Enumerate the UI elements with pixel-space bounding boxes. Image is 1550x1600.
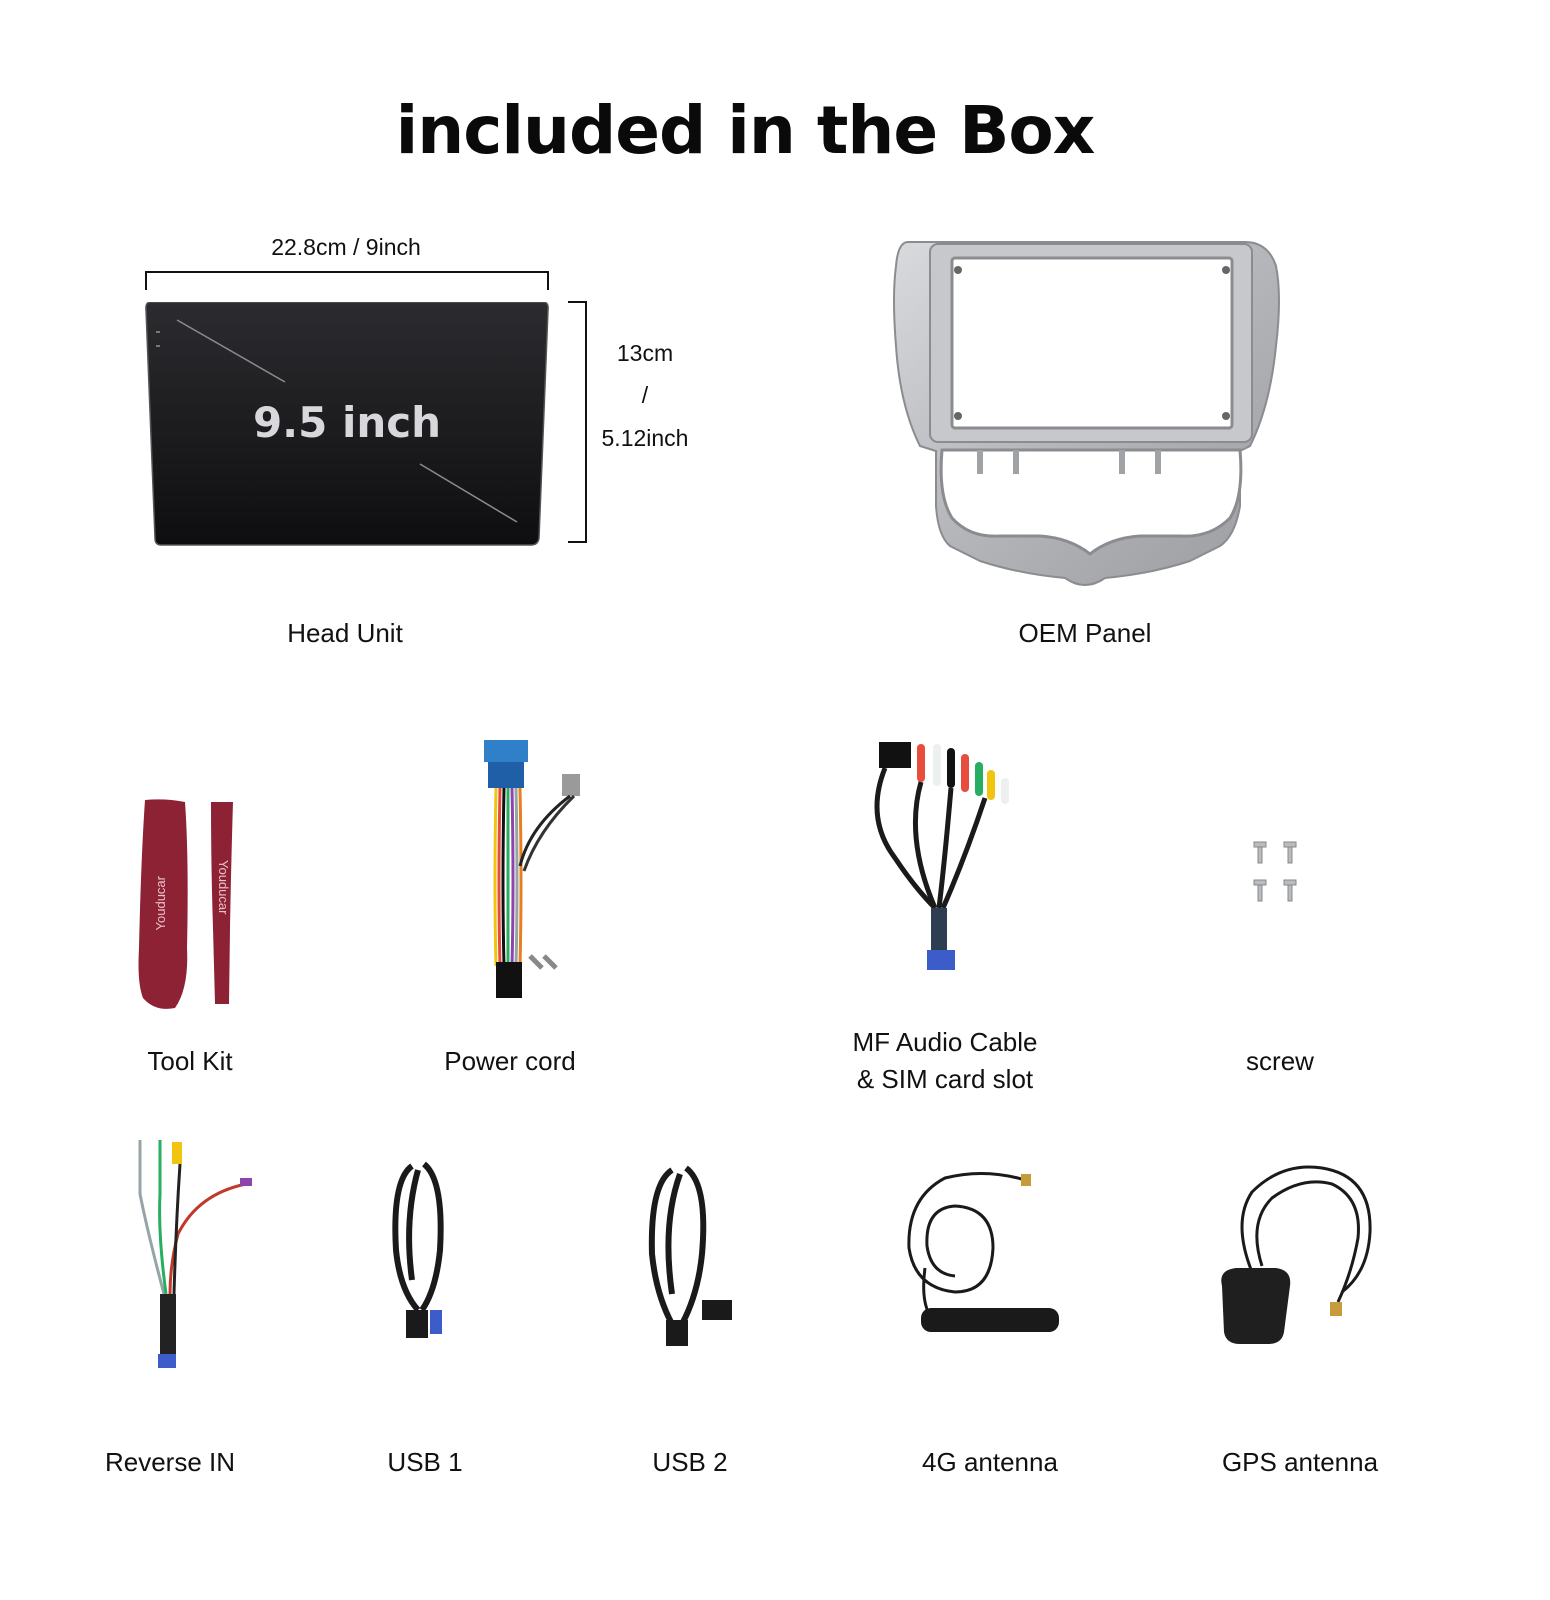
usb1-caption: USB 1 (387, 1447, 463, 1477)
head-unit-screen-text: 9.5 inch (252, 398, 442, 447)
reverse-in-caption: Reverse IN (104, 1447, 236, 1477)
power-cord-image (484, 740, 580, 998)
mf-audio-cable-image (874, 742, 1009, 970)
height-dimension-line (568, 301, 587, 543)
head-unit-height-slash: / (641, 382, 649, 408)
tool-kit-caption: Tool Kit (147, 1046, 233, 1076)
4g-antenna-image (907, 1172, 1059, 1332)
page-title: included in the Box (395, 92, 1096, 169)
width-dimension-line (145, 271, 549, 290)
tool-kit-image: Youducar Youducar (135, 798, 245, 1013)
head-unit-caption: Head Unit (287, 618, 403, 648)
head-unit-screen (145, 302, 549, 546)
screw-caption: screw (1246, 1046, 1314, 1076)
oem-panel-image (893, 241, 1280, 586)
pry-tools (138, 799, 233, 1009)
gps-antenna-caption: GPS antenna (1221, 1447, 1379, 1477)
usb2-image (648, 1165, 732, 1346)
head-unit-width-label: 22.8cm / 9inch (271, 234, 421, 260)
oem-panel-caption: OEM Panel (1018, 618, 1152, 648)
gps-antenna-image (1221, 1165, 1372, 1344)
head-unit-height-inch: 5.12inch (601, 425, 689, 451)
tool-kit-brand-left: Youducar (153, 876, 168, 931)
usb2-caption: USB 2 (652, 1447, 728, 1477)
4g-antenna-caption: 4G antenna (922, 1447, 1058, 1477)
usb1-image (392, 1161, 444, 1338)
mf-audio-caption-line1: MF Audio Cable (852, 1027, 1038, 1057)
reverse-in-image (138, 1140, 252, 1368)
screws-image (1253, 841, 1297, 902)
head-unit-image: 9.5 inch (145, 302, 549, 546)
head-unit-height-cm: 13cm (616, 340, 674, 366)
power-cord-caption: Power cord (444, 1046, 576, 1076)
mf-audio-caption-line2: & SIM card slot (856, 1064, 1034, 1094)
tool-kit-brand-right: Youducar (216, 860, 231, 915)
